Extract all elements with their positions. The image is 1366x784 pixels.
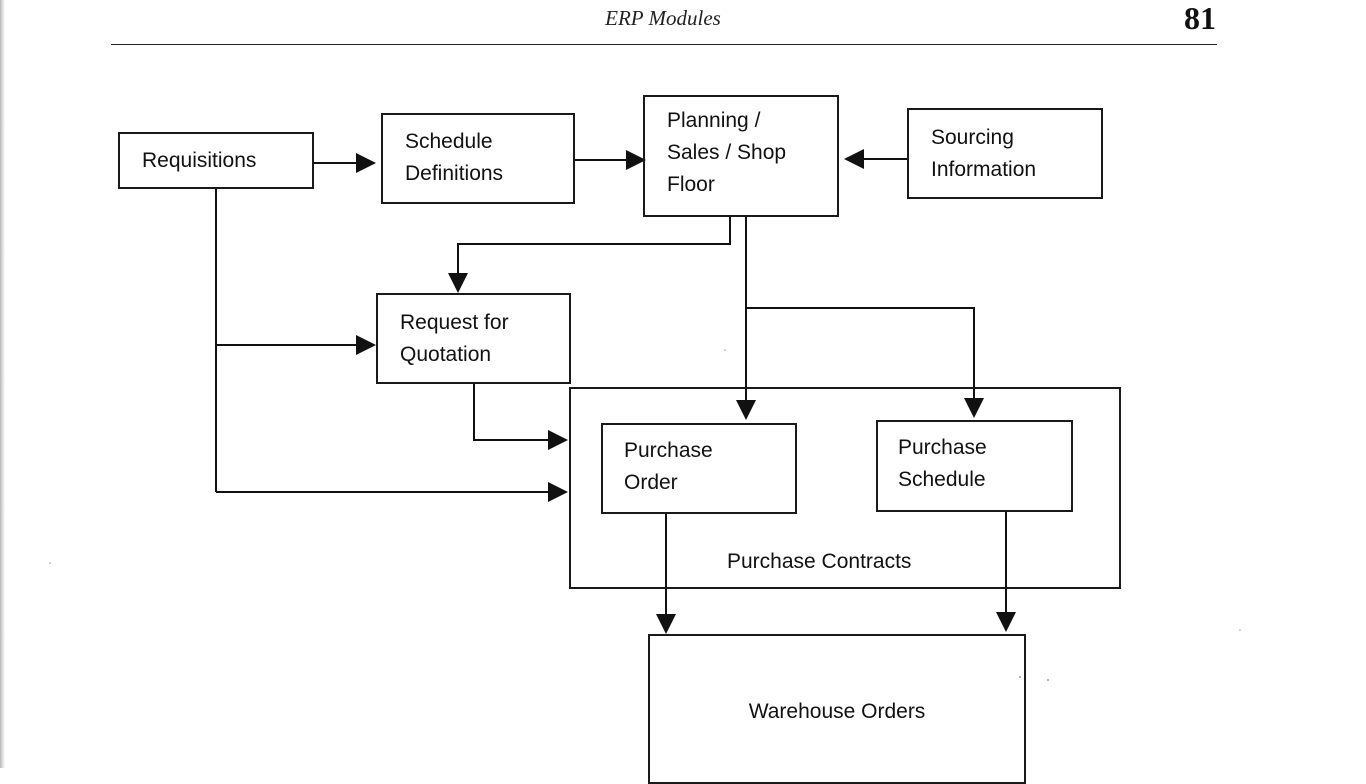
node-purchase-order: Purchase Order	[601, 423, 797, 514]
node-sourcing-information: Sourcing Information	[907, 108, 1103, 199]
node-schedule-definitions-line-1: Schedule	[405, 130, 493, 153]
node-schedule-definitions-line-2: Definitions	[405, 162, 504, 185]
scan-edge	[0, 0, 5, 768]
edge-requisitions-to-rfq-arrowhead	[356, 335, 376, 355]
node-planning-line-2: Sales / Shop	[667, 141, 787, 164]
node-warehouse-orders-line-1: Warehouse Orders	[748, 700, 926, 723]
node-requisitions-line-1: Requisitions	[142, 149, 257, 172]
purchase-contracts-container	[569, 387, 1121, 589]
edge-requisitions-to-contracts-arrowhead	[548, 482, 568, 502]
node-planning-line-3: Floor	[667, 173, 715, 196]
edge-planning-to-rfq-arrowhead	[448, 273, 468, 293]
edge-planning-to-purchase-schedule-arrowhead	[964, 398, 984, 418]
document-page: ERP Modules 81	[0, 0, 1241, 784]
node-planning-sales-shop-floor: Planning / Sales / Shop Floor	[643, 95, 839, 217]
edge-purchase-order-to-warehouse-arrowhead	[656, 614, 676, 634]
header-rule	[111, 44, 1217, 45]
node-schedule-definitions: Schedule Definitions	[381, 113, 575, 204]
purchase-contracts-label: Purchase Contracts	[727, 550, 912, 573]
edge-rfq-to-contracts	[473, 384, 550, 441]
node-purchase-order-line-2: Order	[624, 471, 678, 494]
node-purchase-schedule-line-1: Purchase	[898, 436, 987, 459]
node-purchase-schedule-line-2: Schedule	[898, 468, 986, 491]
running-header-title: ERP Modules	[605, 6, 721, 30]
node-warehouse-orders: Warehouse Orders	[648, 634, 1026, 784]
diagram-connectors	[49, 149, 1241, 681]
node-purchase-schedule: Purchase Schedule	[876, 420, 1073, 512]
node-request-for-quotation: Request for Quotation	[376, 293, 571, 384]
node-purchase-order-line-1: Purchase	[624, 439, 713, 462]
node-planning-line-1: Planning /	[667, 109, 761, 132]
page-number: 81	[1184, 0, 1216, 36]
node-rfq-line-2: Quotation	[400, 343, 492, 366]
edge-schedule-to-planning-arrowhead	[626, 150, 646, 170]
edge-requisitions-to-schedule-arrowhead	[356, 153, 376, 173]
edge-planning-to-purchase-order-arrowhead	[736, 400, 756, 420]
node-sourcing-line-1: Sourcing	[931, 126, 1014, 149]
node-requisitions: Requisitions	[118, 132, 314, 189]
edge-rfq-to-contracts-arrowhead	[548, 430, 568, 450]
scan-specks	[49, 349, 1241, 681]
node-rfq-line-1: Request for	[400, 311, 509, 334]
edge-purchase-schedule-to-warehouse-arrowhead	[996, 612, 1016, 632]
edge-sourcing-to-planning-arrowhead	[844, 149, 864, 169]
node-sourcing-line-2: Information	[931, 158, 1037, 181]
edge-planning-to-rfq	[457, 217, 731, 275]
edge-planning-to-purchase-schedule	[746, 307, 975, 400]
